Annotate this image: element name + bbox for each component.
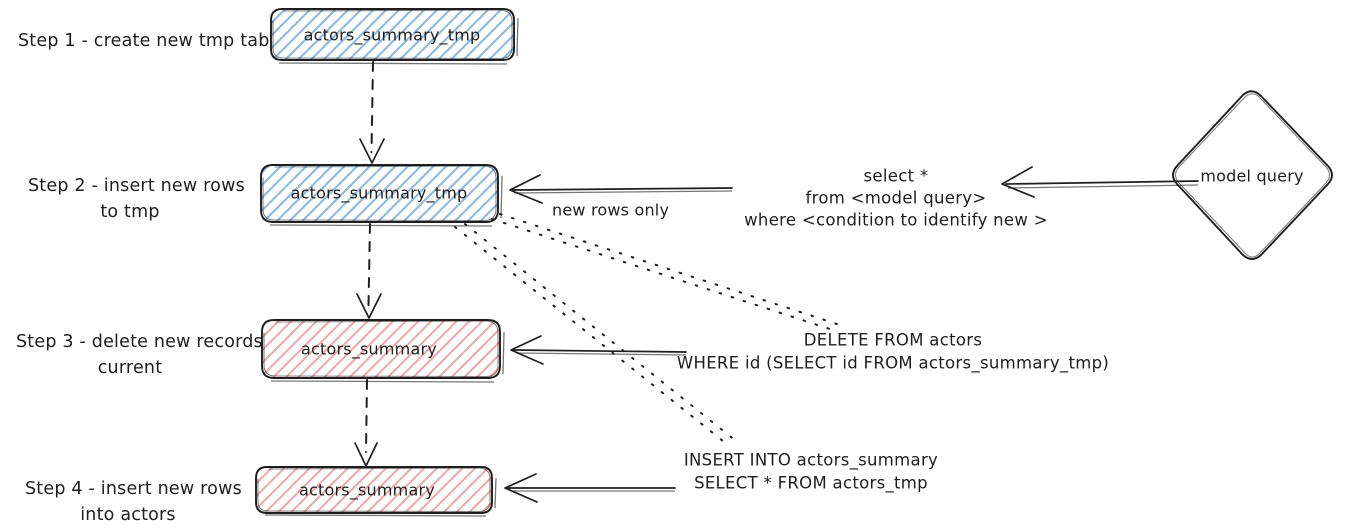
node-2-outline: [260, 164, 499, 223]
model-query-sql-line-2: from <model query>: [806, 189, 987, 208]
node-3-outline-sketch: [263, 320, 499, 378]
step-4-label-line1: Step 4 - insert new rows: [25, 479, 242, 499]
arrow-node2-to-node3: [356, 223, 382, 319]
node-actors-summary-tmp-2[interactable]: actors_summary_tmp: [260, 164, 503, 227]
delete-sql-line-2: WHERE id (SELECT id FROM actors_summary_…: [677, 354, 1109, 374]
node-actors-summary-2[interactable]: actors_summary: [255, 466, 497, 517]
step-2-label-line1: Step 2 - insert new rows: [28, 176, 245, 196]
edge-label-new-rows-only: new rows only: [552, 201, 669, 220]
arrow-node1-to-node2: [359, 61, 385, 164]
step-3-label-line1: Step 3 - delete new records in: [16, 332, 285, 352]
node-4-outline-sketch: [257, 467, 491, 513]
node-4-label: actors_summary: [299, 481, 435, 501]
insert-sql-line-1: INSERT INTO actors_summary: [684, 451, 938, 471]
node-1-outline-sketch: [272, 9, 513, 60]
node-2-outline-sketch: [262, 165, 497, 222]
model-query-sql-line-3: where <condition to identify new >: [744, 211, 1048, 230]
step-3-group: Step 3 - delete new records in current a…: [16, 319, 1109, 467]
node-actors-summary-tmp-1[interactable]: actors_summary_tmp: [270, 8, 519, 65]
step-2-group: Step 2 - insert new rows to tmp actors_s…: [28, 90, 1333, 446]
diamond-outline-sketch: [1175, 93, 1330, 258]
node-2-fill: [261, 165, 498, 222]
step-2-label-line2: to tmp: [100, 202, 159, 222]
node-3-fill: [262, 320, 500, 378]
insert-sql-label: INSERT INTO actors_summary SELECT * FROM…: [684, 451, 938, 494]
node-3-label: actors_summary: [301, 340, 437, 360]
diamond-label: model query: [1200, 167, 1303, 186]
model-query-sql-label: select * from <model query> where <condi…: [744, 167, 1048, 230]
node-1-label: actors_summary_tmp: [304, 26, 481, 46]
delete-sql-line-1: DELETE FROM actors: [804, 331, 982, 350]
node-1-outline: [270, 8, 515, 61]
arrow-model-query-to-sql: [1001, 166, 1199, 198]
arrow-new-rows-only: new rows only: [509, 174, 733, 220]
delete-sql-label: DELETE FROM actors WHERE id (SELECT id F…: [677, 331, 1109, 374]
insert-sql-line-2: SELECT * FROM actors_tmp: [694, 474, 928, 494]
node-3-outline: [261, 319, 501, 379]
dotted-link-to-delete-sql: [491, 213, 841, 331]
step-1-group: Step 1 - create new tmp table actors_sum…: [18, 8, 519, 164]
node-model-query[interactable]: model query: [1172, 90, 1333, 260]
node-1-fill: [271, 9, 514, 60]
dotted-link-to-insert-sql: [454, 223, 737, 446]
node-2-label: actors_summary_tmp: [291, 184, 468, 204]
arrow-delete-to-node3: [510, 335, 687, 365]
arrow-insert-to-node4: [504, 473, 676, 503]
node-4-fill: [256, 467, 492, 513]
arrow-node3-to-node4: [354, 379, 378, 467]
step-4-label-line2: into actors: [80, 505, 176, 525]
step-3-label-line2: current: [98, 358, 163, 378]
model-query-sql-line-1: select *: [864, 167, 929, 186]
node-4-outline: [255, 466, 493, 514]
diamond-outline: [1172, 90, 1333, 260]
step-4-group: Step 4 - insert new rows into actors act…: [25, 451, 938, 526]
step-1-label: Step 1 - create new tmp table: [18, 31, 286, 51]
node-actors-summary-1[interactable]: actors_summary: [261, 319, 505, 383]
